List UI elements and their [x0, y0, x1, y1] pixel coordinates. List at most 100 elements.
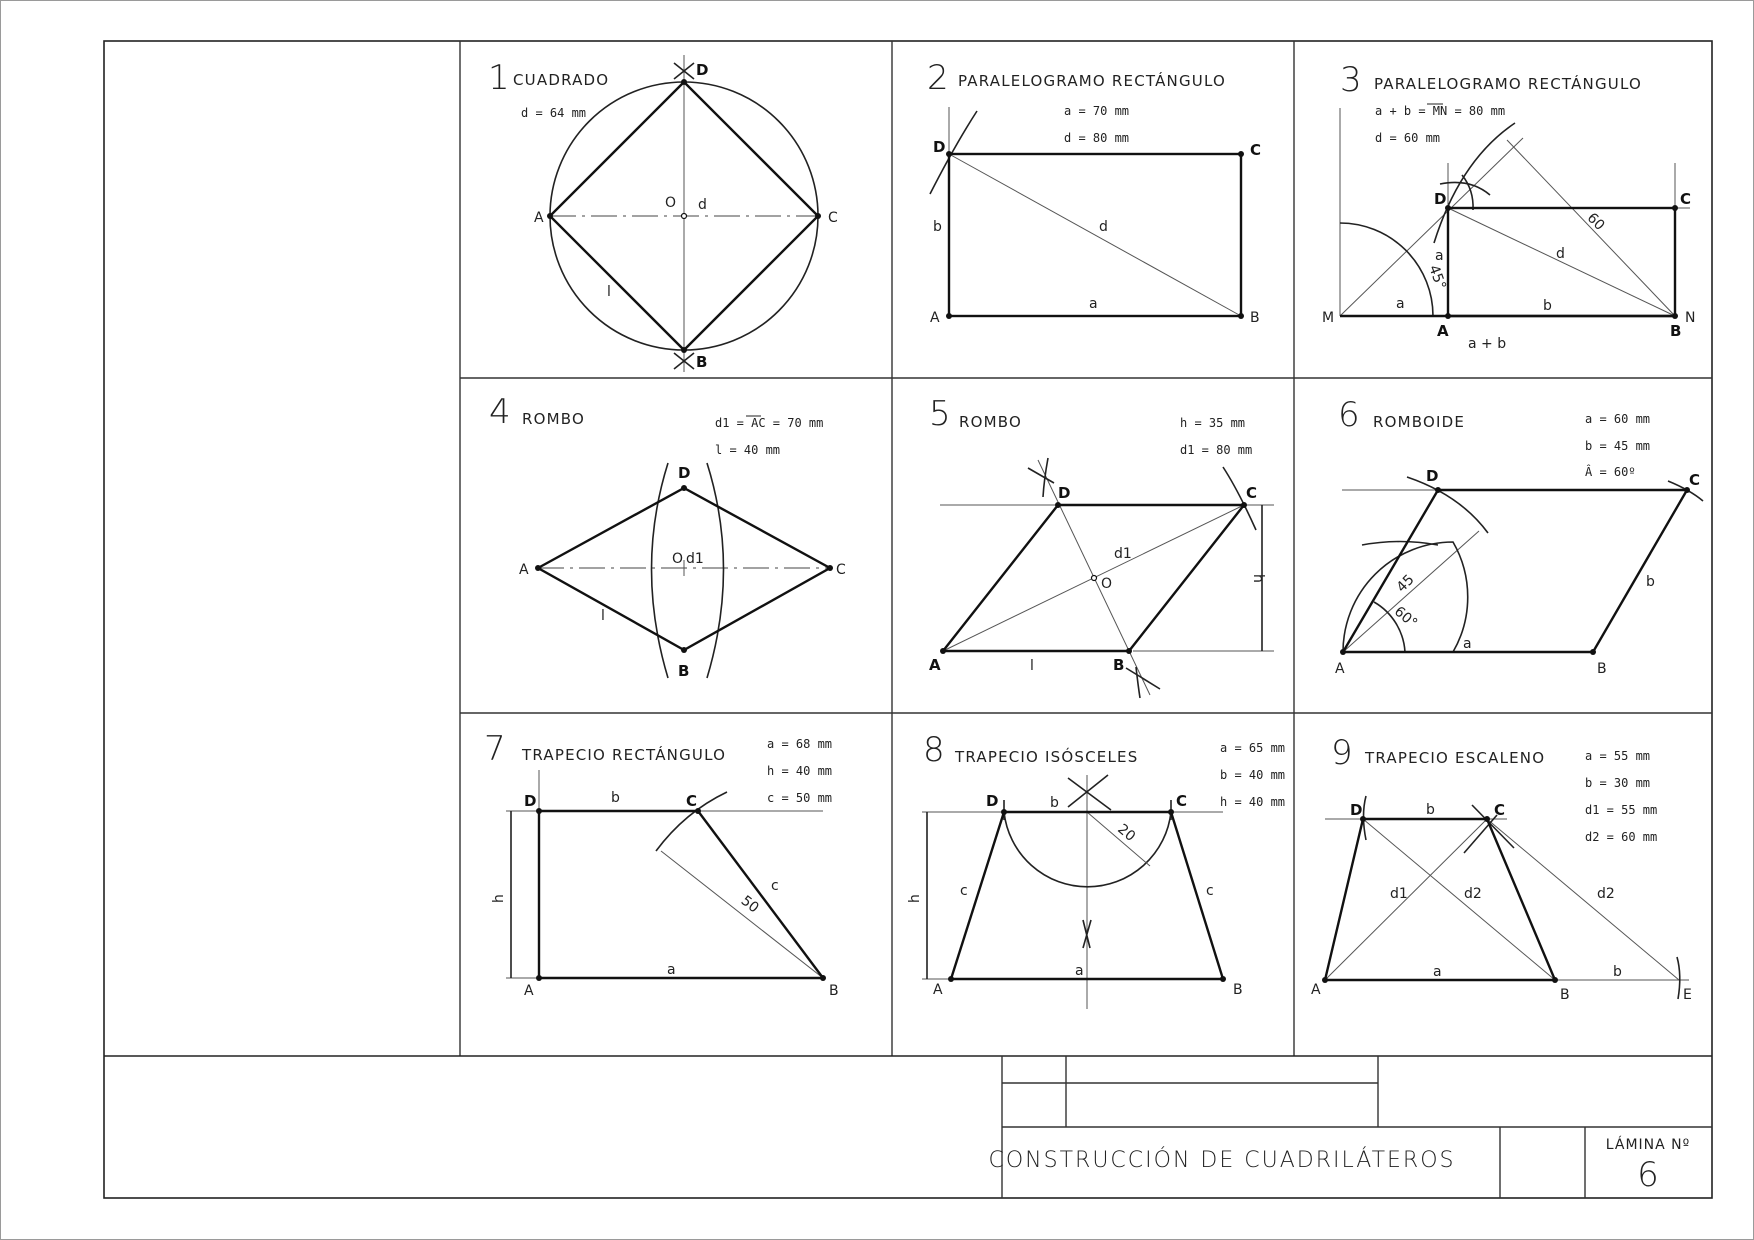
geometry-label: 20: [1114, 821, 1138, 845]
exercise-title: ROMBO: [522, 410, 585, 428]
geometry-label: b: [1426, 802, 1435, 818]
geometry-label: C: [1494, 801, 1505, 819]
exercise-data: c = 50 mm: [767, 791, 832, 805]
exercise-number: 9: [1331, 733, 1353, 773]
geometry-label: d1: [1114, 546, 1132, 562]
exercise-number: 4: [489, 392, 511, 432]
geometry-label: A: [1335, 661, 1345, 677]
exercise-data: a = 70 mm: [1064, 104, 1129, 118]
geometry-label: D: [1434, 190, 1446, 208]
plate-label: LÁMINA Nº: [1606, 1136, 1690, 1153]
geometry-label: C: [836, 562, 846, 578]
exercise-data: d2 = 60 mm: [1585, 830, 1657, 844]
geometry-label: b: [1050, 795, 1059, 811]
exercise-4-rhombus: 4 ROMBO d1 = AC = 70 mm l = 40 mm D B A …: [489, 392, 846, 680]
geometry-label: 45: [1394, 572, 1418, 596]
geometry-label: a: [1433, 964, 1442, 980]
exercise-data: h = 40 mm: [767, 764, 832, 778]
exercise-data: a = 55 mm: [1585, 749, 1650, 763]
geometry-label: D: [933, 138, 945, 156]
geometry-label: O: [1101, 576, 1112, 592]
geometry-label: B: [1597, 661, 1607, 677]
geometry-label: C: [1176, 792, 1187, 810]
geometry-label: A: [534, 210, 544, 226]
exercise-number: 2: [927, 58, 949, 98]
geometry-label: B: [696, 353, 707, 371]
geometry-label: a + b: [1468, 336, 1506, 352]
geometry-label: d1: [1390, 886, 1408, 902]
exercise-6-rhomboid: 6 ROMBOIDE a = 60 mm b = 45 mm Â = 60º D…: [1335, 395, 1704, 677]
geometry-label: N: [1685, 310, 1695, 326]
exercise-title: TRAPECIO ISÓSCELES: [954, 747, 1138, 766]
geometry-label: D: [1350, 801, 1362, 819]
geometry-label: d2: [1464, 886, 1482, 902]
geometry-label: C: [1680, 190, 1691, 208]
geometry-label: 45°: [1425, 263, 1449, 292]
geometry-label: 60: [1584, 210, 1608, 234]
geometry-label: a: [1463, 636, 1472, 652]
exercise-number: 1: [488, 58, 510, 98]
exercise-data: b = 45 mm: [1585, 439, 1650, 453]
geometry-label: d: [698, 197, 707, 213]
exercise-data: a + b = MN = 80 mm: [1375, 104, 1505, 118]
exercise-number: 3: [1340, 60, 1362, 100]
exercise-3-rectangle-sum: 3 PARALELOGRAMO RECTÁNGULO a + b = MN = …: [1322, 60, 1695, 352]
geometry-label: A: [1437, 322, 1449, 340]
exercise-data: a = 68 mm: [767, 737, 832, 751]
exercise-1-square: 1 CUADRADO d = 64 mm D B A C O d l: [488, 55, 838, 372]
geometry-label: B: [1670, 322, 1681, 340]
exercise-title: CUADRADO: [513, 71, 609, 89]
geometry-label: D: [696, 61, 708, 79]
geometry-label: D: [524, 792, 536, 810]
exercise-5-rhombus: 5 ROMBO h = 35 mm d1 = 80 mm D C A B O d…: [929, 394, 1274, 699]
exercise-8-isosceles-trapezoid: 8 TRAPECIO ISÓSCELES a = 65 mm b = 40 mm…: [907, 730, 1285, 1009]
geometry-label: A: [524, 983, 534, 999]
geometry-label: b: [933, 219, 942, 235]
geometry-label: B: [678, 662, 689, 680]
exercise-title: TRAPECIO ESCALENO: [1364, 749, 1545, 767]
geometry-label: l: [1030, 658, 1034, 674]
geometry-label: h: [1250, 574, 1266, 583]
geometry-label: D: [1058, 484, 1070, 502]
exercise-7-right-trapezoid: 7 TRAPECIO RECTÁNGULO a = 68 mm h = 40 m…: [484, 729, 839, 999]
geometry-label: D: [1426, 467, 1438, 485]
exercise-number: 8: [923, 730, 945, 770]
geometry-label: E: [1683, 987, 1692, 1003]
exercise-title: PARALELOGRAMO RECTÁNGULO: [1374, 74, 1642, 93]
geometry-label: c: [771, 878, 779, 894]
geometry-label: B: [829, 983, 839, 999]
exercise-data: Â = 60º: [1585, 464, 1636, 479]
geometry-label: B: [1113, 656, 1124, 674]
geometry-label: 50: [738, 893, 762, 917]
geometry-label: a: [667, 962, 676, 978]
geometry-label: A: [929, 656, 941, 674]
geometry-label: A: [933, 982, 943, 998]
exercise-data: b = 40 mm: [1220, 768, 1285, 782]
geometry-label: a: [1089, 296, 1098, 312]
geometry-label: 60°: [1391, 604, 1420, 632]
geometry-label: C: [828, 210, 838, 226]
exercise-data: d1 = 55 mm: [1585, 803, 1657, 817]
geometry-label: A: [1311, 982, 1321, 998]
geometry-label: b: [1613, 964, 1622, 980]
geometry-label: B: [1250, 310, 1260, 326]
plate-number: 6: [1637, 1155, 1659, 1195]
geometry-label: D: [986, 792, 998, 810]
geometry-label: h: [907, 894, 923, 903]
geometry-label: C: [686, 792, 697, 810]
geometry-label: M: [1322, 310, 1334, 326]
geometry-label: a: [1435, 248, 1444, 264]
exercise-data: b = 30 mm: [1585, 776, 1650, 790]
geometry-label: O: [665, 195, 676, 211]
exercise-data: l = 40 mm: [715, 443, 780, 457]
geometry-label: A: [519, 562, 529, 578]
exercise-number: 7: [484, 729, 506, 769]
exercise-title: ROMBO: [959, 413, 1022, 431]
exercise-title: PARALELOGRAMO RECTÁNGULO: [958, 71, 1226, 90]
exercise-number: 5: [929, 394, 951, 434]
sheet-title: CONSTRUCCIÓN DE CUADRILÁTEROS: [989, 1147, 1456, 1173]
geometry-label: l: [601, 608, 605, 624]
exercise-data: d = 64 mm: [521, 106, 586, 120]
geometry-label: a: [1075, 963, 1084, 979]
exercise-title: TRAPECIO RECTÁNGULO: [521, 745, 726, 764]
